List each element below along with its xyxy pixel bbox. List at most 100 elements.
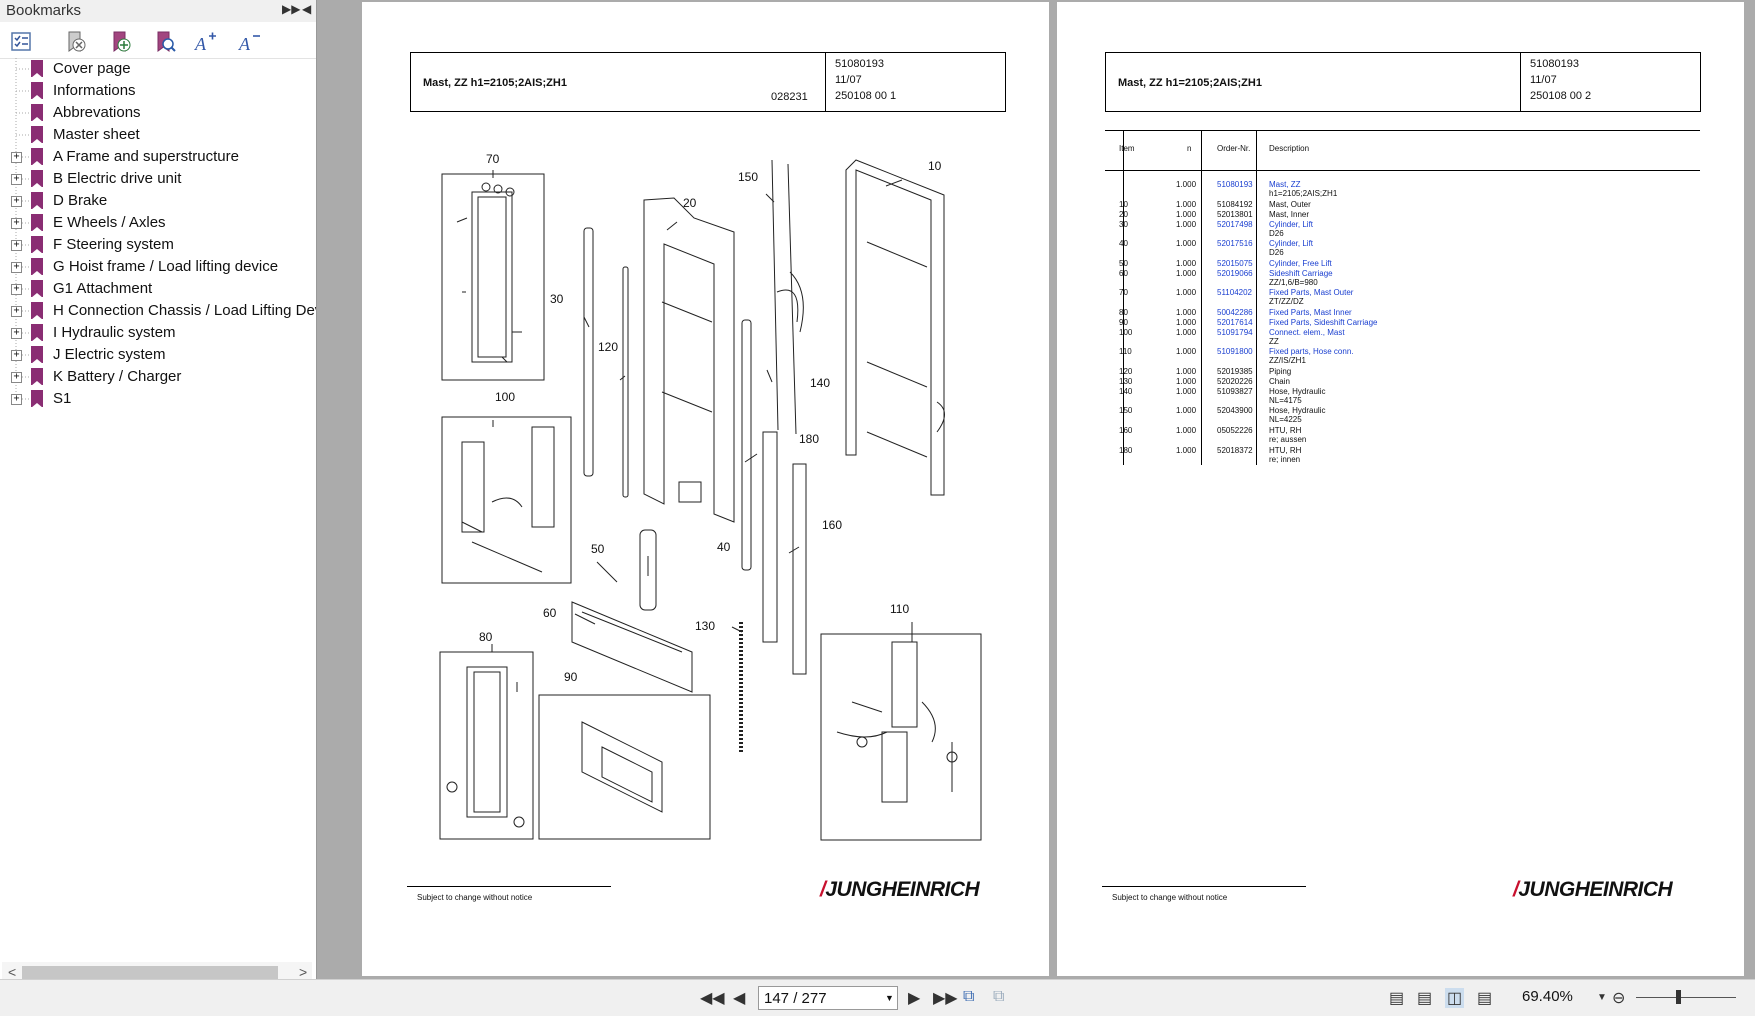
scrollbar-thumb[interactable] bbox=[22, 966, 278, 980]
bookmark-item[interactable]: +I Hydraulic system bbox=[0, 322, 316, 344]
bookmark-item[interactable]: Master sheet bbox=[0, 124, 316, 146]
bookmark-item[interactable]: + B Electric drive unit bbox=[0, 168, 316, 190]
bookmark-label: G1 Attachment bbox=[53, 280, 153, 297]
description-cell[interactable]: Sideshift Carriage bbox=[1269, 269, 1333, 278]
chevron-down-icon[interactable]: ▼ bbox=[885, 993, 894, 1003]
callout-180: 180 bbox=[799, 432, 820, 446]
expand-icon[interactable]: + bbox=[11, 196, 22, 207]
bookmark-item[interactable]: +S1 bbox=[0, 388, 316, 410]
order-number-cell[interactable]: 51080193 bbox=[1217, 180, 1253, 189]
expand-icon[interactable]: + bbox=[11, 284, 22, 295]
jungheinrich-logo: /JUNGHEINRICH bbox=[1513, 878, 1673, 902]
bookmark-item[interactable]: Abbrevations bbox=[0, 102, 316, 124]
quantity-cell: 1.000 bbox=[1176, 269, 1197, 278]
description-cell[interactable]: Connect. elem., Mast bbox=[1269, 328, 1345, 337]
panel-splitter[interactable] bbox=[317, 0, 322, 986]
page-header-code: 028231 bbox=[771, 91, 808, 103]
page-header-box: Mast, ZZ h1=2105;2AIS;ZH1 028231 5108019… bbox=[410, 52, 1006, 112]
zoom-slider-thumb[interactable] bbox=[1676, 990, 1681, 1004]
description-cell[interactable]: Fixed Parts, Mast Inner bbox=[1269, 308, 1352, 317]
description-cell[interactable]: Cylinder, Lift bbox=[1269, 239, 1314, 248]
header-sheet: 250108 00 2 bbox=[1530, 90, 1592, 102]
order-number-cell: 52019385 bbox=[1217, 367, 1253, 376]
description-cell[interactable]: Cylinder, Lift bbox=[1269, 220, 1314, 229]
bookmark-item[interactable]: +J Electric system bbox=[0, 344, 316, 366]
bookmark-item[interactable]: +K Battery / Charger bbox=[0, 366, 316, 388]
bookmark-item[interactable]: +H Connection Chassis / Load Lifting Dev… bbox=[0, 300, 316, 322]
expand-icon[interactable]: + bbox=[11, 350, 22, 361]
order-number-cell[interactable]: 51091794 bbox=[1217, 328, 1253, 337]
next-page-icon[interactable]: ▶ bbox=[908, 990, 921, 1007]
expand-icon[interactable]: + bbox=[11, 174, 22, 185]
order-number-cell[interactable]: 51104202 bbox=[1217, 288, 1252, 297]
reduce-text-icon[interactable]: A bbox=[238, 30, 262, 54]
bookmark-icon bbox=[31, 214, 43, 232]
description-cell[interactable]: Cylinder, Free Lift bbox=[1269, 259, 1332, 268]
bookmark-item[interactable]: +D Brake bbox=[0, 190, 316, 212]
bookmark-label: B Electric drive unit bbox=[53, 170, 182, 187]
zoom-level[interactable]: 69.40% bbox=[1522, 988, 1573, 1005]
bookmarks-toolbar bbox=[0, 22, 316, 59]
description-cell[interactable]: Fixed parts, Hose conn. bbox=[1269, 347, 1354, 356]
first-page-icon[interactable]: ◀◀ bbox=[700, 990, 725, 1007]
item-cell: 140 bbox=[1119, 387, 1133, 396]
expand-icon[interactable]: + bbox=[11, 394, 22, 405]
expand-icon[interactable]: + bbox=[11, 218, 22, 229]
bookmark-icon bbox=[31, 170, 43, 188]
scroll-left-icon[interactable]: < bbox=[8, 964, 17, 980]
horizontal-scrollbar[interactable]: < > bbox=[2, 962, 312, 984]
bookmark-item[interactable]: +G Hoist frame / Load lifting device bbox=[0, 256, 316, 278]
description-cell[interactable]: Fixed Parts, Mast Outer bbox=[1269, 288, 1354, 297]
bookmark-item[interactable]: Cover page bbox=[0, 58, 316, 80]
expand-icon[interactable]: + bbox=[11, 262, 22, 273]
delete-bookmark-icon[interactable] bbox=[64, 30, 88, 54]
single-page-view-icon[interactable]: ▤ bbox=[1389, 990, 1405, 1007]
order-number-cell[interactable]: 51091800 bbox=[1217, 347, 1253, 356]
expand-icon[interactable]: + bbox=[11, 306, 22, 317]
description-cell[interactable]: Fixed Parts, Sideshift Carriage bbox=[1269, 318, 1378, 327]
item-cell: 30 bbox=[1119, 220, 1128, 229]
continuous-view-icon[interactable]: ▤ bbox=[1417, 990, 1433, 1007]
enlarge-text-icon[interactable]: A bbox=[194, 30, 218, 54]
previous-view-icon[interactable]: ⧉ bbox=[963, 988, 975, 1005]
bookmark-item[interactable]: +F Steering system bbox=[0, 234, 316, 256]
description-cell[interactable]: Mast, ZZ bbox=[1269, 180, 1301, 189]
new-bookmark-icon[interactable] bbox=[109, 30, 133, 54]
bookmarks-title: Bookmarks bbox=[6, 2, 82, 19]
scroll-right-icon[interactable]: > bbox=[299, 964, 308, 980]
page-number-field[interactable]: 147 / 277 ▼ bbox=[758, 986, 898, 1010]
expand-icon[interactable]: + bbox=[11, 240, 22, 251]
bookmark-item[interactable]: +E Wheels / Axles bbox=[0, 212, 316, 234]
zoom-dropdown-icon[interactable]: ▼ bbox=[1597, 992, 1607, 1003]
expand-panel-icon[interactable]: ▶▶ bbox=[282, 2, 301, 16]
bookmark-icon bbox=[31, 82, 43, 100]
order-number-cell[interactable]: 52017498 bbox=[1217, 220, 1253, 229]
expand-icon[interactable]: + bbox=[11, 152, 22, 163]
order-number-cell[interactable]: 52017614 bbox=[1217, 318, 1253, 327]
bookmark-item[interactable]: + G1 Attachment bbox=[0, 278, 316, 300]
order-number-cell: 05052226 bbox=[1217, 426, 1253, 435]
zoom-out-icon[interactable]: ⊖ bbox=[1612, 990, 1626, 1007]
find-bookmark-icon[interactable] bbox=[153, 30, 177, 54]
bookmark-item[interactable]: Informations bbox=[0, 80, 316, 102]
bookmark-label: Cover page bbox=[53, 60, 131, 77]
bookmark-options-icon[interactable] bbox=[9, 30, 33, 54]
expand-icon[interactable]: + bbox=[11, 328, 22, 339]
last-page-icon[interactable]: ▶▶ bbox=[933, 990, 958, 1007]
facing-view-icon[interactable]: ◫ bbox=[1445, 988, 1465, 1008]
callout-150: 150 bbox=[738, 170, 759, 184]
callout-20: 20 bbox=[683, 196, 697, 210]
order-number-cell[interactable]: 50042286 bbox=[1217, 308, 1253, 317]
expand-icon[interactable]: + bbox=[11, 372, 22, 383]
order-number-cell: 52013801 bbox=[1217, 210, 1253, 219]
previous-page-icon[interactable]: ◀ bbox=[733, 990, 746, 1007]
zoom-slider[interactable] bbox=[1636, 997, 1736, 998]
continuous-facing-view-icon[interactable]: ▤ bbox=[1477, 990, 1493, 1007]
order-number-cell[interactable]: 52019066 bbox=[1217, 269, 1253, 278]
next-view-icon[interactable]: ⧉ bbox=[993, 988, 1005, 1005]
order-number-cell[interactable]: 52015075 bbox=[1217, 259, 1253, 268]
collapse-panel-icon[interactable]: ◀ bbox=[302, 2, 312, 16]
bookmark-item[interactable]: +A Frame and superstructure bbox=[0, 146, 316, 168]
item-cell: 60 bbox=[1119, 269, 1128, 278]
order-number-cell[interactable]: 52017516 bbox=[1217, 239, 1253, 248]
